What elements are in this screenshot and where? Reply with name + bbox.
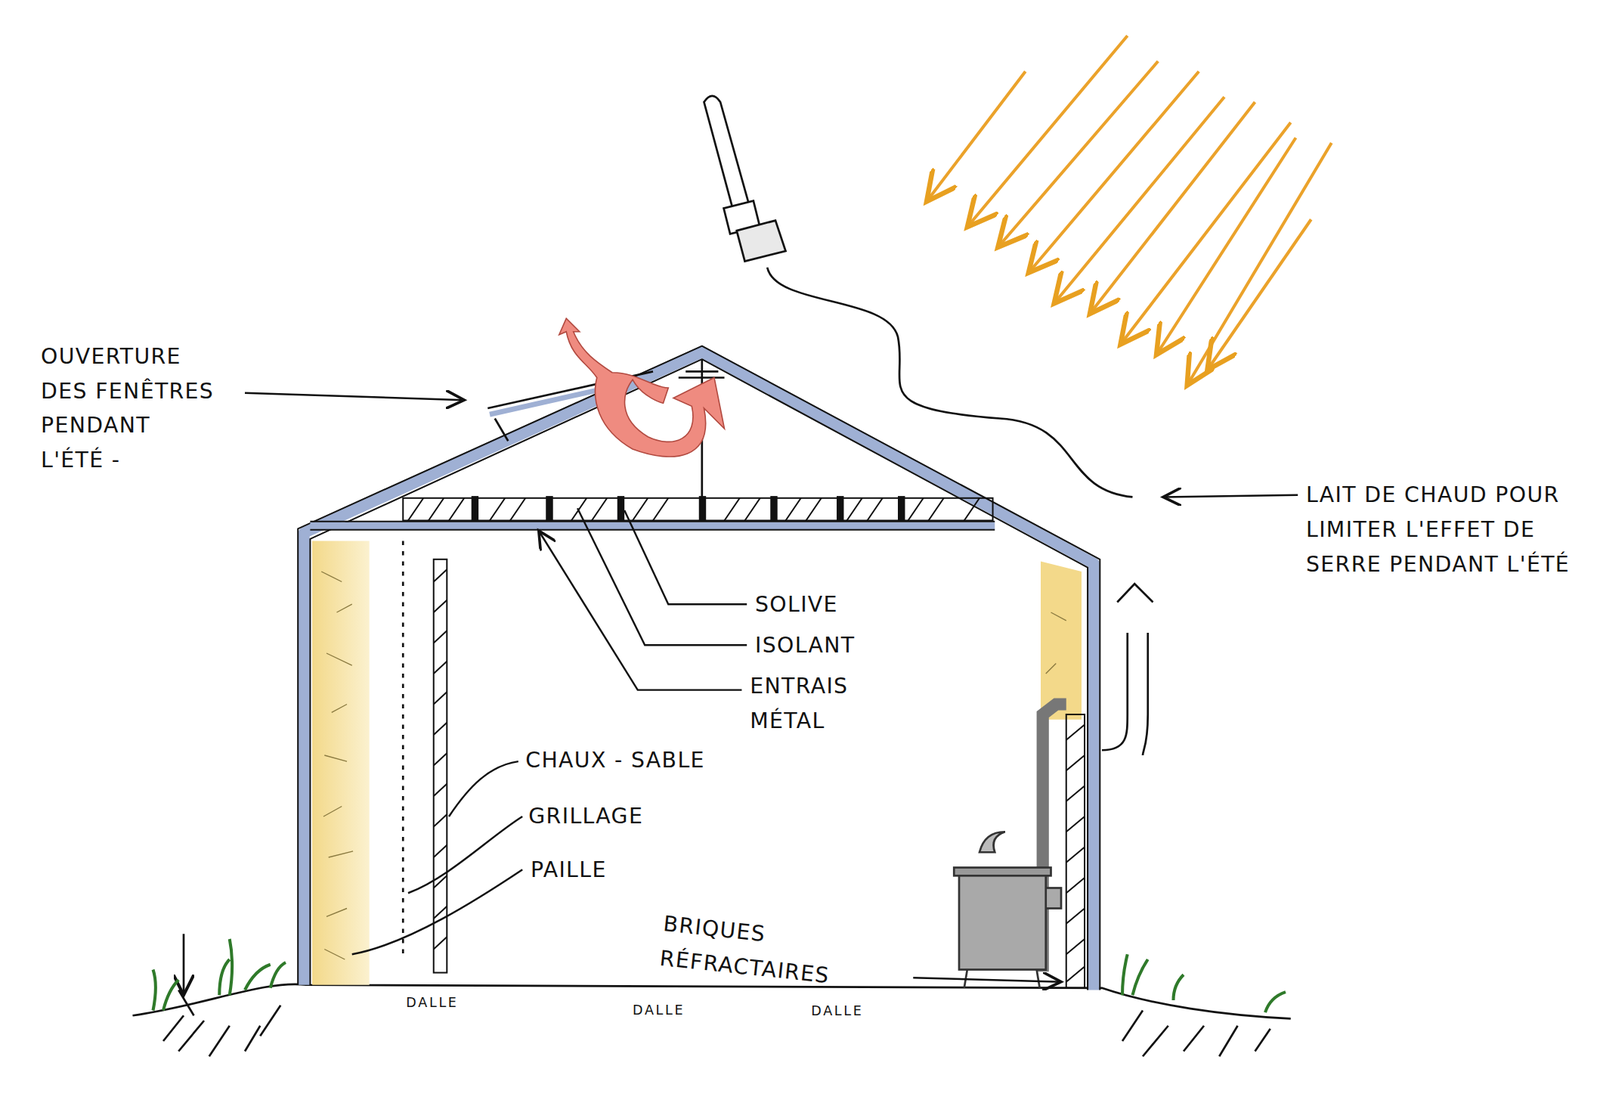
sun-rays — [928, 35, 1332, 383]
limewash-note: LAIT DE CHAUD POUR LIMITER L'EFFET DE SE… — [1305, 477, 1587, 582]
part-label: SOLIVE — [755, 586, 960, 622]
paint-brush — [704, 95, 1133, 498]
exterior-flue — [1101, 583, 1154, 756]
part-label: CHAUX - SABLE — [525, 742, 771, 778]
window-note: OUVERTURE DES FENÊTRES PENDANT L'ÉTÉ - — [40, 338, 215, 478]
floor-label: DALLE — [810, 1002, 904, 1020]
warm-air-arrow — [559, 318, 725, 457]
straw-wall-right — [1040, 561, 1082, 720]
floor-label: DALLE — [405, 994, 499, 1012]
part-label: ISOLANT — [755, 627, 960, 663]
wood-stove — [953, 704, 1067, 988]
joists — [471, 495, 906, 522]
part-label: PAILLE — [530, 851, 735, 887]
part-label: ENTRAIS MÉTAL — [749, 668, 893, 738]
leader-lines — [244, 393, 1298, 982]
floor-label: DALLE — [632, 1002, 725, 1019]
part-label: GRILLAGE — [528, 798, 733, 834]
straw-wall-left — [312, 541, 370, 985]
